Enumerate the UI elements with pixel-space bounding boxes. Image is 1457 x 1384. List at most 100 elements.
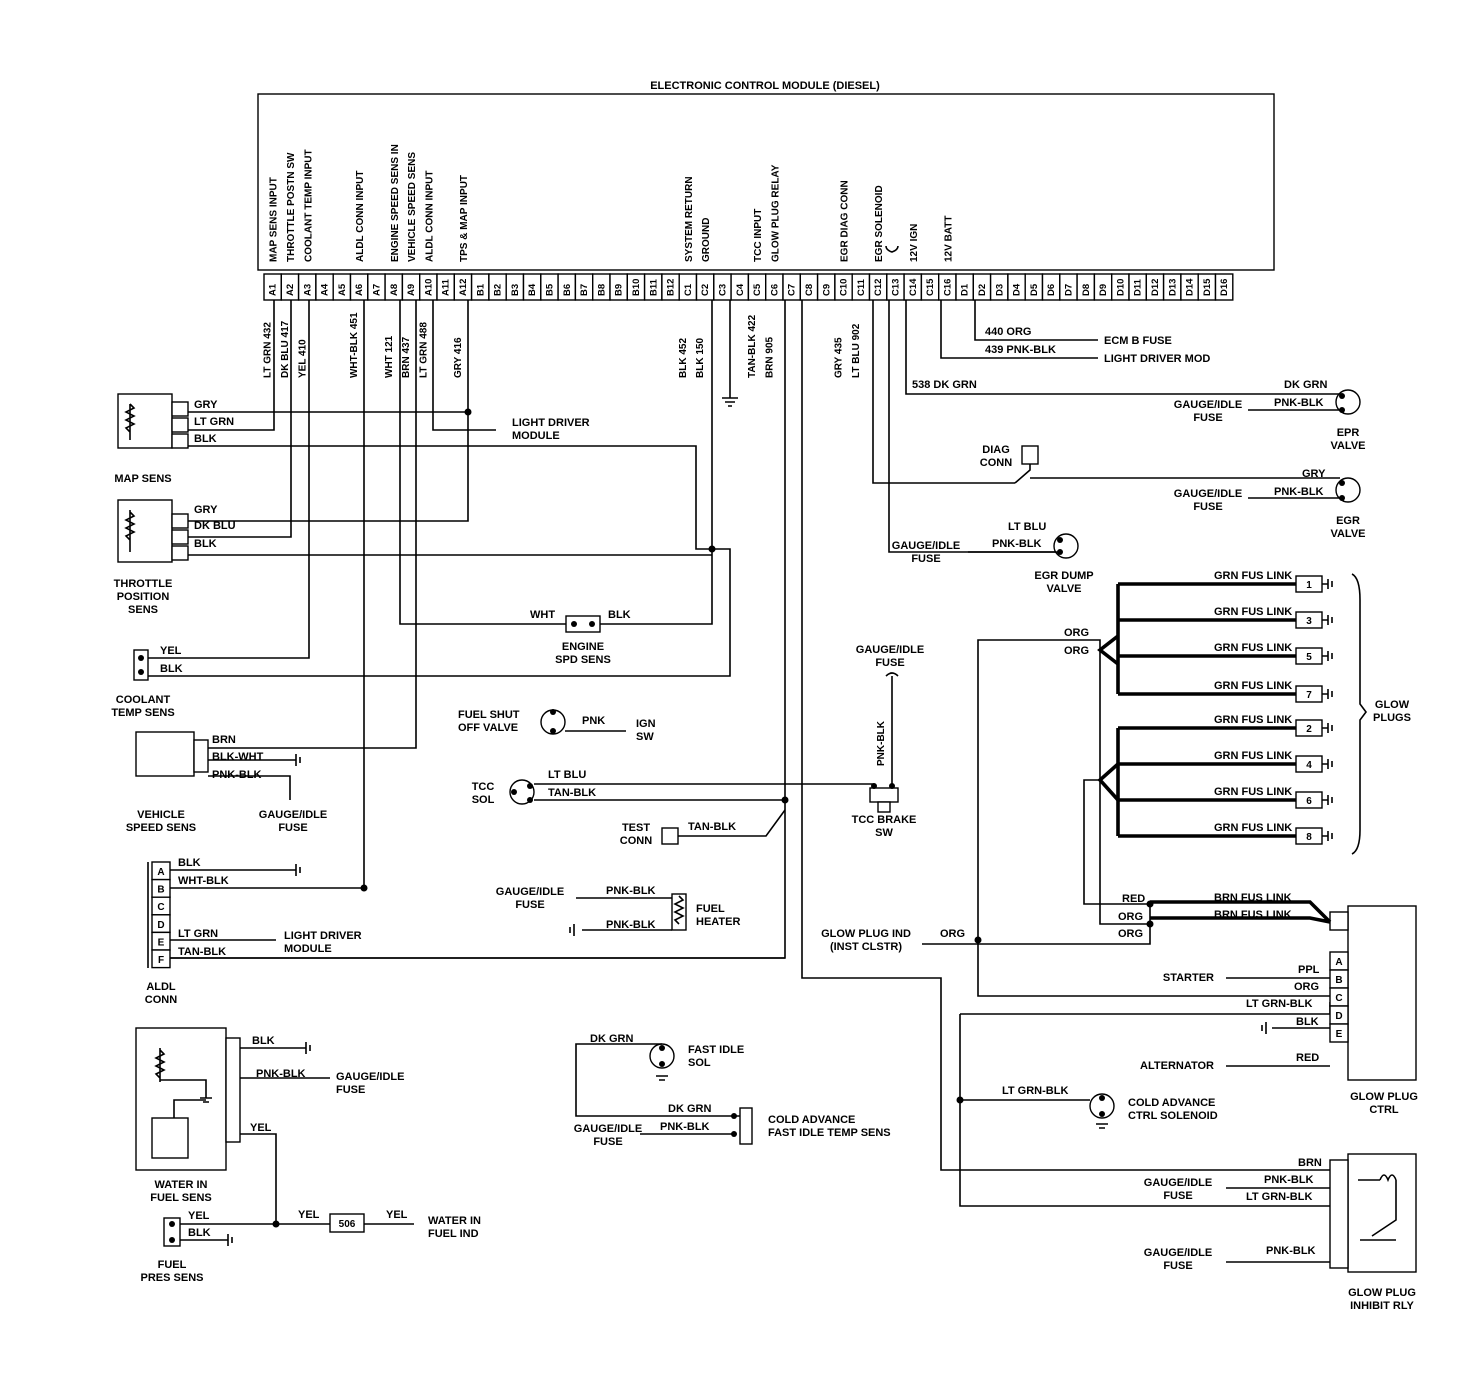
svg-text:PNK-BLK: PNK-BLK bbox=[606, 885, 656, 897]
svg-text:DK BLU: DK BLU bbox=[194, 520, 236, 532]
grn-fus-link-label: GRN FUS LINK bbox=[1214, 822, 1292, 834]
ecm-pin-d3: D3 bbox=[994, 284, 1005, 296]
ecm-function-a3: COOLANT TEMP INPUT bbox=[303, 149, 314, 262]
grn-fus-link-label: GRN FUS LINK bbox=[1214, 680, 1292, 692]
svg-text:LT GRN: LT GRN bbox=[194, 416, 234, 428]
wire-id-c14: 439 PNK-BLK bbox=[985, 344, 1056, 356]
ctrl-pin-d: D bbox=[1335, 1011, 1342, 1022]
wire-id-c16: 440 ORG bbox=[985, 326, 1031, 338]
ecm-pin-b11: B11 bbox=[648, 278, 659, 296]
ecm-pin-c4: C4 bbox=[735, 283, 746, 296]
svg-text:ORG: ORG bbox=[1118, 928, 1143, 940]
junction-dot bbox=[464, 408, 472, 416]
ground-icon bbox=[1322, 615, 1333, 625]
ecm-function-c2: GROUND bbox=[701, 218, 712, 262]
svg-text:PNK-BLK: PNK-BLK bbox=[876, 720, 887, 766]
grn-fus-link-label: GRN FUS LINK bbox=[1214, 570, 1292, 582]
wire-id-c2: BLK 150 bbox=[695, 338, 706, 378]
svg-text:RED: RED bbox=[1122, 893, 1145, 905]
ecm-pin-a2: A2 bbox=[285, 284, 296, 296]
wire-id-a6: WHT-BLK 451 bbox=[349, 312, 360, 378]
ecm-pin-d16: D16 bbox=[1219, 279, 1230, 296]
ecm-pin-c5: C5 bbox=[752, 283, 763, 296]
ecm-pin-c3: C3 bbox=[717, 284, 728, 296]
ecm-function-c10: EGR DIAG CONN bbox=[840, 180, 851, 262]
svg-text:DK GRN: DK GRN bbox=[590, 1033, 633, 1045]
wire-id-c10: GRY 435 bbox=[834, 337, 845, 378]
svg-text:BLK: BLK bbox=[1296, 1016, 1319, 1028]
junction-dot bbox=[708, 545, 716, 553]
svg-text:ORG: ORG bbox=[1118, 911, 1143, 923]
ecm-pin-b10: B10 bbox=[631, 279, 642, 296]
map-sensor: GRY LT GRN BLK MAP SENS bbox=[114, 393, 234, 485]
ecm-pin-b1: B1 bbox=[475, 283, 486, 296]
svg-text:PNK: PNK bbox=[582, 715, 605, 727]
svg-text:BRN FUS LINK: BRN FUS LINK bbox=[1214, 892, 1292, 904]
ecm-pin-d15: D15 bbox=[1202, 278, 1213, 296]
ecm-pin-b5: B5 bbox=[544, 283, 555, 296]
svg-text:GRY: GRY bbox=[194, 504, 218, 516]
ecm-title: ELECTRONIC CONTROL MODULE (DIESEL) bbox=[650, 80, 880, 92]
svg-text:TAN-BLK: TAN-BLK bbox=[178, 946, 226, 958]
grn-fus-link-label: GRN FUS LINK bbox=[1214, 714, 1292, 726]
ecm-pin-c9: C9 bbox=[821, 284, 832, 296]
ecm-pin-c2: C2 bbox=[700, 284, 711, 296]
ecm-pin-b6: B6 bbox=[562, 284, 573, 296]
ecm-function-c1: SYSTEM RETURN bbox=[684, 176, 695, 262]
ecm-box bbox=[257, 93, 1275, 271]
ecm-pin-b3: B3 bbox=[510, 284, 521, 296]
ecm-wiring bbox=[147, 300, 1340, 1171]
ecm-pin-d4: D4 bbox=[1012, 283, 1023, 296]
ecm-b-fuse-label: ECM B FUSE bbox=[1104, 335, 1172, 347]
svg-text:WHT-BLK: WHT-BLK bbox=[178, 875, 229, 887]
svg-text:PNK-BLK: PNK-BLK bbox=[212, 769, 262, 781]
grn-fus-link-label: GRN FUS LINK bbox=[1214, 606, 1292, 618]
junction-dot bbox=[360, 884, 368, 892]
ecm-pin-c8: C8 bbox=[804, 284, 815, 296]
ecm-pin-d14: D14 bbox=[1185, 278, 1196, 296]
ecm-function-a12: TPS & MAP INPUT bbox=[459, 175, 470, 262]
aldl-pin-f: F bbox=[158, 955, 164, 966]
ecm-pin-d9: D9 bbox=[1098, 284, 1109, 296]
ecm-pin-d5: D5 bbox=[1029, 283, 1040, 296]
wire-id-a2: DK BLU 417 bbox=[280, 320, 291, 378]
svg-text:LT GRN: LT GRN bbox=[178, 928, 218, 940]
ecm-function-a8: ENGINE SPEED SENS IN bbox=[390, 144, 401, 262]
ecm-pin-a4: A4 bbox=[320, 283, 331, 296]
ecm-pin-a12: A12 bbox=[458, 279, 469, 296]
wire-id-c6: BRN 905 bbox=[764, 336, 775, 378]
ground-icon bbox=[1322, 795, 1333, 805]
svg-text:ORG: ORG bbox=[1064, 627, 1089, 639]
ecm-pin-d6: D6 bbox=[1046, 284, 1057, 296]
ecm-function-a6: ALDL CONN INPUT bbox=[355, 171, 366, 262]
svg-text:LT BLU: LT BLU bbox=[548, 769, 586, 781]
svg-text:YEL: YEL bbox=[386, 1209, 408, 1221]
svg-text:PPL: PPL bbox=[1298, 964, 1320, 976]
aldl-pin-d: D bbox=[157, 920, 164, 931]
aldl-pin-b: B bbox=[157, 885, 164, 896]
